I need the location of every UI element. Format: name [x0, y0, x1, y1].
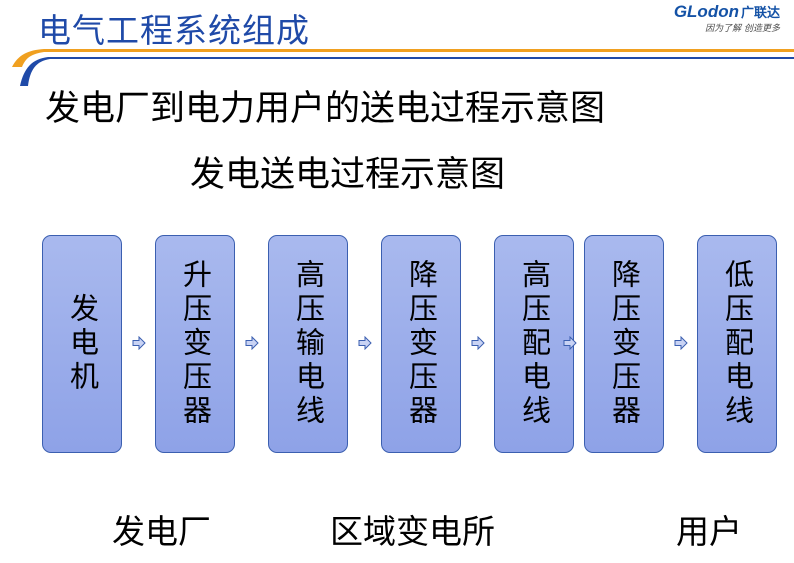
right-arrow-icon — [674, 336, 688, 350]
flow-step-hv-distribution-line: 高压配电线 — [494, 235, 574, 453]
flow-step-label: 发电机 — [65, 293, 100, 395]
header-title: 电气工程系统组成 — [38, 11, 310, 50]
flow-step-label: 降压变压器 — [404, 259, 439, 429]
flow-step-lv-distribution-line: 低压配电线 — [697, 235, 777, 453]
flow-step-label: 高压配电线 — [517, 259, 552, 429]
right-arrow-icon — [471, 336, 485, 350]
stage-label-user: 用户 — [676, 512, 742, 551]
logo-chinese: 广联达 — [740, 6, 780, 21]
flow-step-step-down-transformer: 降压变压器 — [381, 235, 461, 453]
right-arrow-icon — [358, 336, 372, 350]
diagram-title: 发电送电过程示意图 — [190, 155, 506, 195]
logo-text: GLodon — [673, 2, 739, 21]
logo-slogan: 因为了解 创造更多 — [705, 24, 780, 34]
flow-step-step-up-transformer: 升压变压器 — [155, 235, 235, 453]
right-arrow-icon — [563, 336, 577, 350]
page-title: 发电厂到电力用户的送电过程示意图 — [45, 89, 606, 129]
flow-step-label: 高压输电线 — [291, 259, 326, 429]
header-divider — [0, 49, 794, 86]
right-arrow-icon — [132, 336, 146, 350]
flow-step-label: 升压变压器 — [178, 259, 213, 429]
flow-step-generator: 发电机 — [42, 235, 122, 453]
right-arrow-icon — [245, 336, 259, 350]
flow-step-label: 降压变压器 — [607, 259, 642, 429]
flow-step-label: 低压配电线 — [720, 259, 755, 429]
flow-step-hv-transmission-line: 高压输电线 — [268, 235, 348, 453]
flow-step-step-down-transformer-2: 降压变压器 — [584, 235, 664, 453]
stage-label-power-plant: 发电厂 — [112, 512, 211, 551]
stage-label-substation: 区域变电所 — [330, 512, 495, 551]
